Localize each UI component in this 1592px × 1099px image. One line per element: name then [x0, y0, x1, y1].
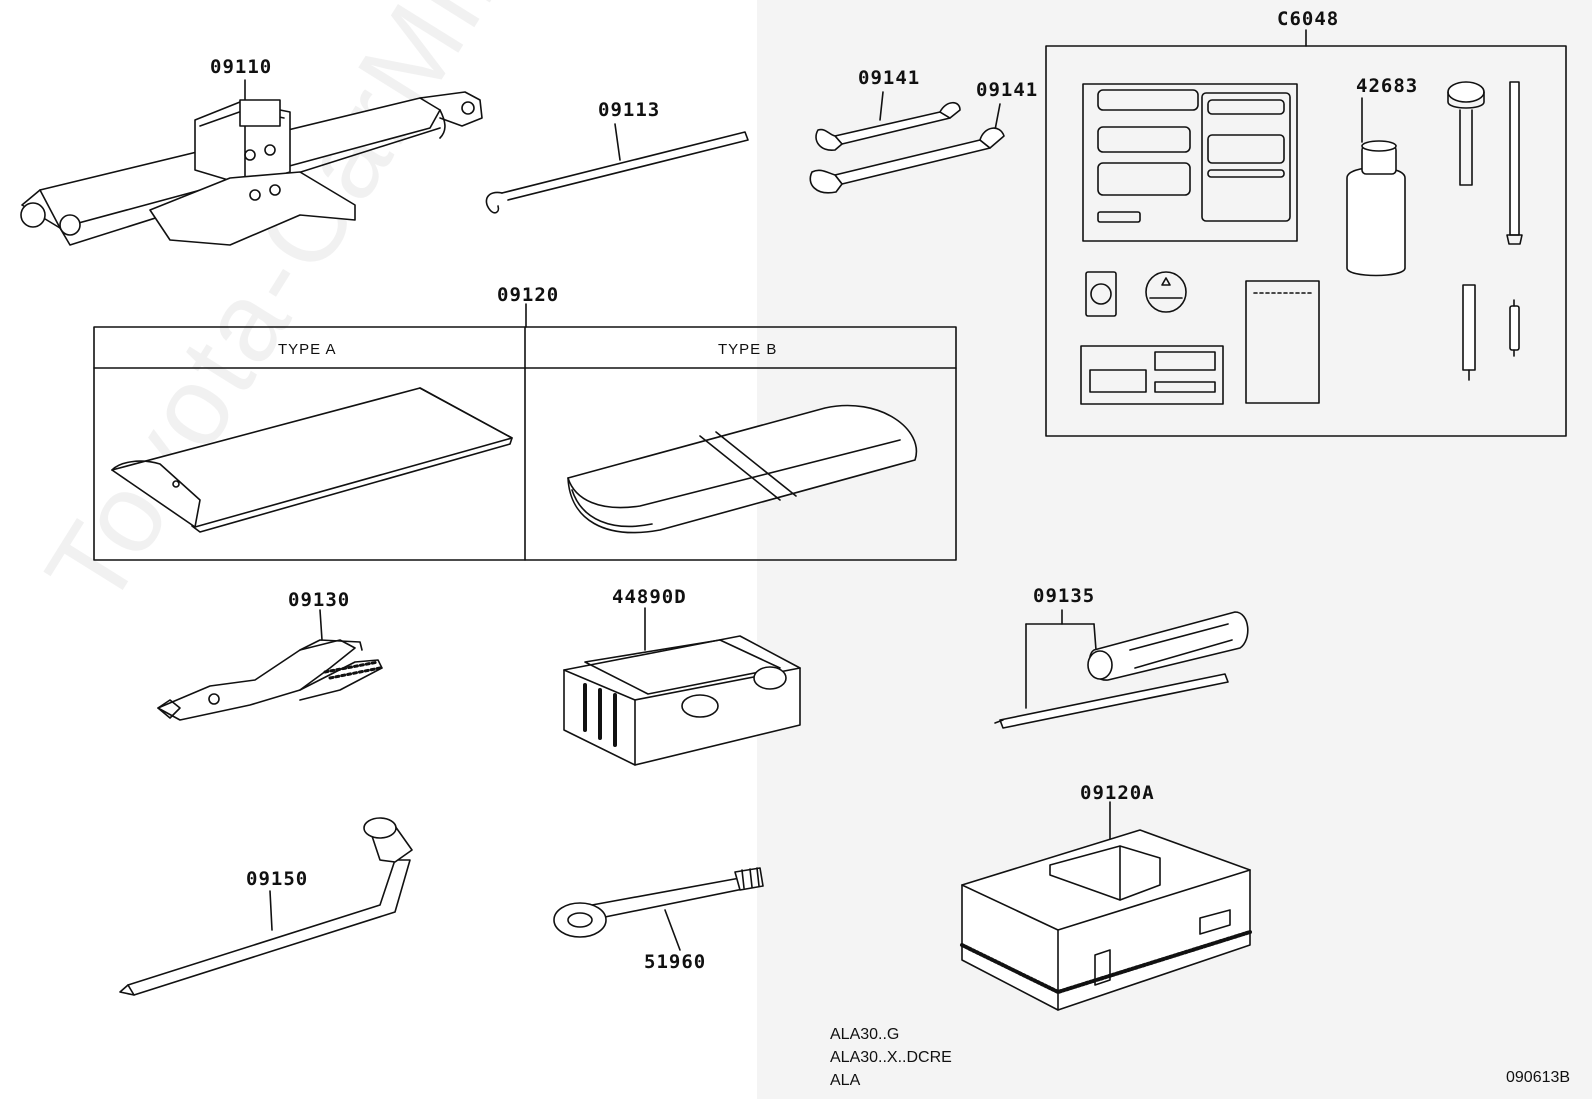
- part-label-51960: 51960: [644, 951, 707, 973]
- compressor-drawing: [563, 607, 801, 766]
- part-label-09141-a: 09141: [858, 67, 921, 89]
- jack-handle-drawing: [485, 123, 749, 214]
- applicability-line: ALA30..X..DCRE: [830, 1049, 952, 1066]
- diagram-code: 090613B: [1506, 1069, 1571, 1086]
- part-label-09120a: 09120A: [1080, 782, 1155, 804]
- tool-box-drawing: [960, 801, 1252, 1011]
- tool-bag-panel: [93, 303, 957, 561]
- applicability-line: ALA30..G: [830, 1026, 900, 1043]
- pliers-drawing: [157, 609, 383, 721]
- part-label-09150: 09150: [246, 868, 309, 890]
- part-label-09120: 09120: [497, 284, 560, 306]
- wheel-wrench-drawing: [119, 817, 413, 996]
- part-label-09141-b: 09141: [976, 79, 1039, 101]
- part-label-09113: 09113: [598, 99, 661, 121]
- repair-kit-box: [1045, 29, 1567, 437]
- type-a-heading: TYPE A: [278, 341, 337, 358]
- applicability-note: ALA30..G ALA30..X..DCRE ALA: [830, 1023, 952, 1092]
- part-label-09130: 09130: [288, 589, 351, 611]
- scissor-jack-drawing: [20, 79, 483, 246]
- wrenches-drawing: [809, 91, 1005, 194]
- part-label-09135: 09135: [1033, 585, 1096, 607]
- part-label-c6048: C6048: [1277, 8, 1340, 30]
- part-label-44890d: 44890D: [612, 586, 687, 608]
- applicability-line: ALA: [830, 1072, 861, 1089]
- type-b-heading: TYPE B: [718, 341, 778, 358]
- screwdriver-drawing: [994, 609, 1249, 729]
- part-label-42683: 42683: [1356, 75, 1419, 97]
- hook-bar-drawing: [553, 867, 764, 951]
- part-label-09110: 09110: [210, 56, 273, 78]
